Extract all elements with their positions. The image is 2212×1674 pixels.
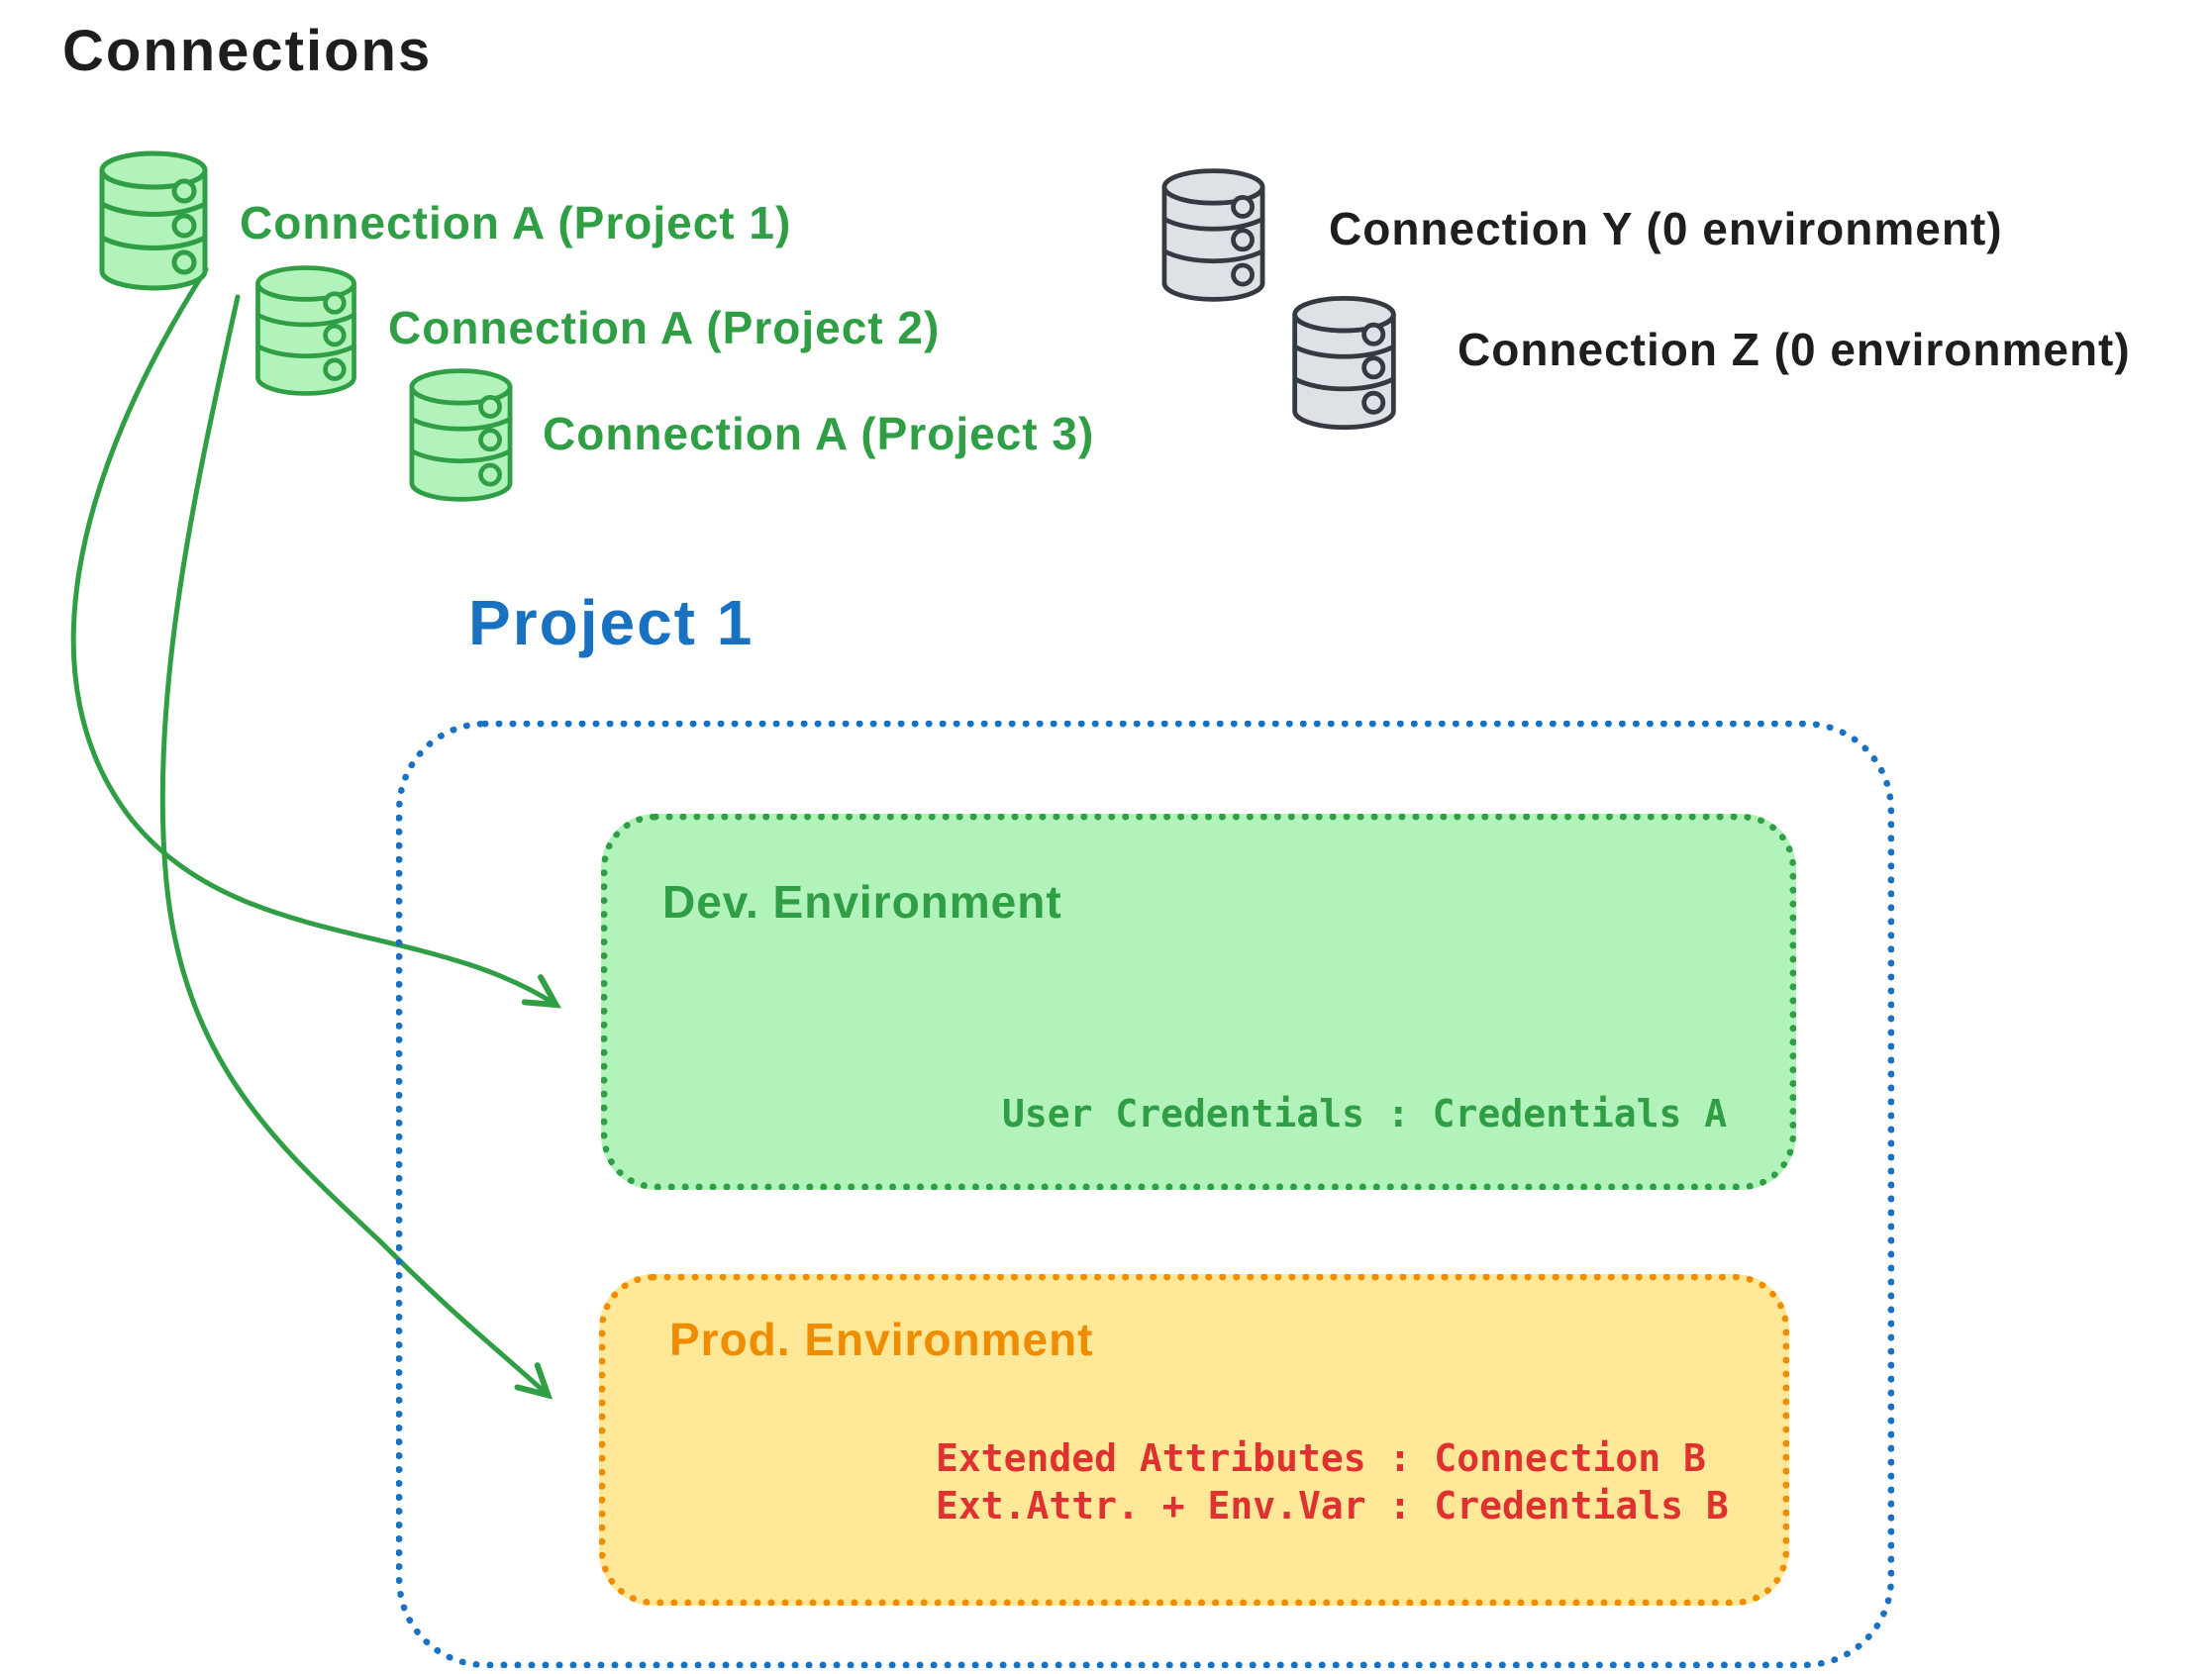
database-icon-connection-a-project-2 — [251, 260, 361, 401]
database-icon-connection-z — [1287, 291, 1401, 435]
database-icon-connection-y — [1156, 164, 1270, 306]
prod-mapping-line-1: Extended Attributes : Connection B — [936, 1436, 1706, 1480]
connection-label-a-project-1: Connection A (Project 1) — [240, 197, 792, 248]
page-title: Connections — [62, 19, 433, 83]
connection-label-z: Connection Z (0 environment) — [1458, 324, 2131, 375]
prod-mapping-lines: Extended Attributes : Connection B Ext.A… — [936, 1434, 1729, 1529]
prod-mapping-line-2: Ext.Attr. + Env.Var : Credentials B — [936, 1484, 1729, 1527]
prod-environment-box: Prod. Environment Extended Attributes : … — [599, 1274, 1789, 1606]
dev-environment-title: Dev. Environment — [662, 876, 1062, 928]
dev-credentials-line: User Credentials : Credentials A — [1002, 1092, 1728, 1135]
database-icon-connection-a-project-1 — [94, 147, 213, 295]
database-icon-connection-a-project-3 — [404, 364, 518, 506]
project-1-container: Dev. Environment User Credentials : Cred… — [396, 721, 1894, 1668]
connection-label-a-project-3: Connection A (Project 3) — [543, 408, 1095, 459]
dev-environment-box: Dev. Environment User Credentials : Cred… — [601, 814, 1796, 1190]
connection-label-y: Connection Y (0 environment) — [1329, 203, 2003, 254]
project-title: Project 1 — [468, 587, 754, 658]
prod-environment-title: Prod. Environment — [669, 1314, 1094, 1365]
connection-label-a-project-2: Connection A (Project 2) — [388, 302, 941, 353]
